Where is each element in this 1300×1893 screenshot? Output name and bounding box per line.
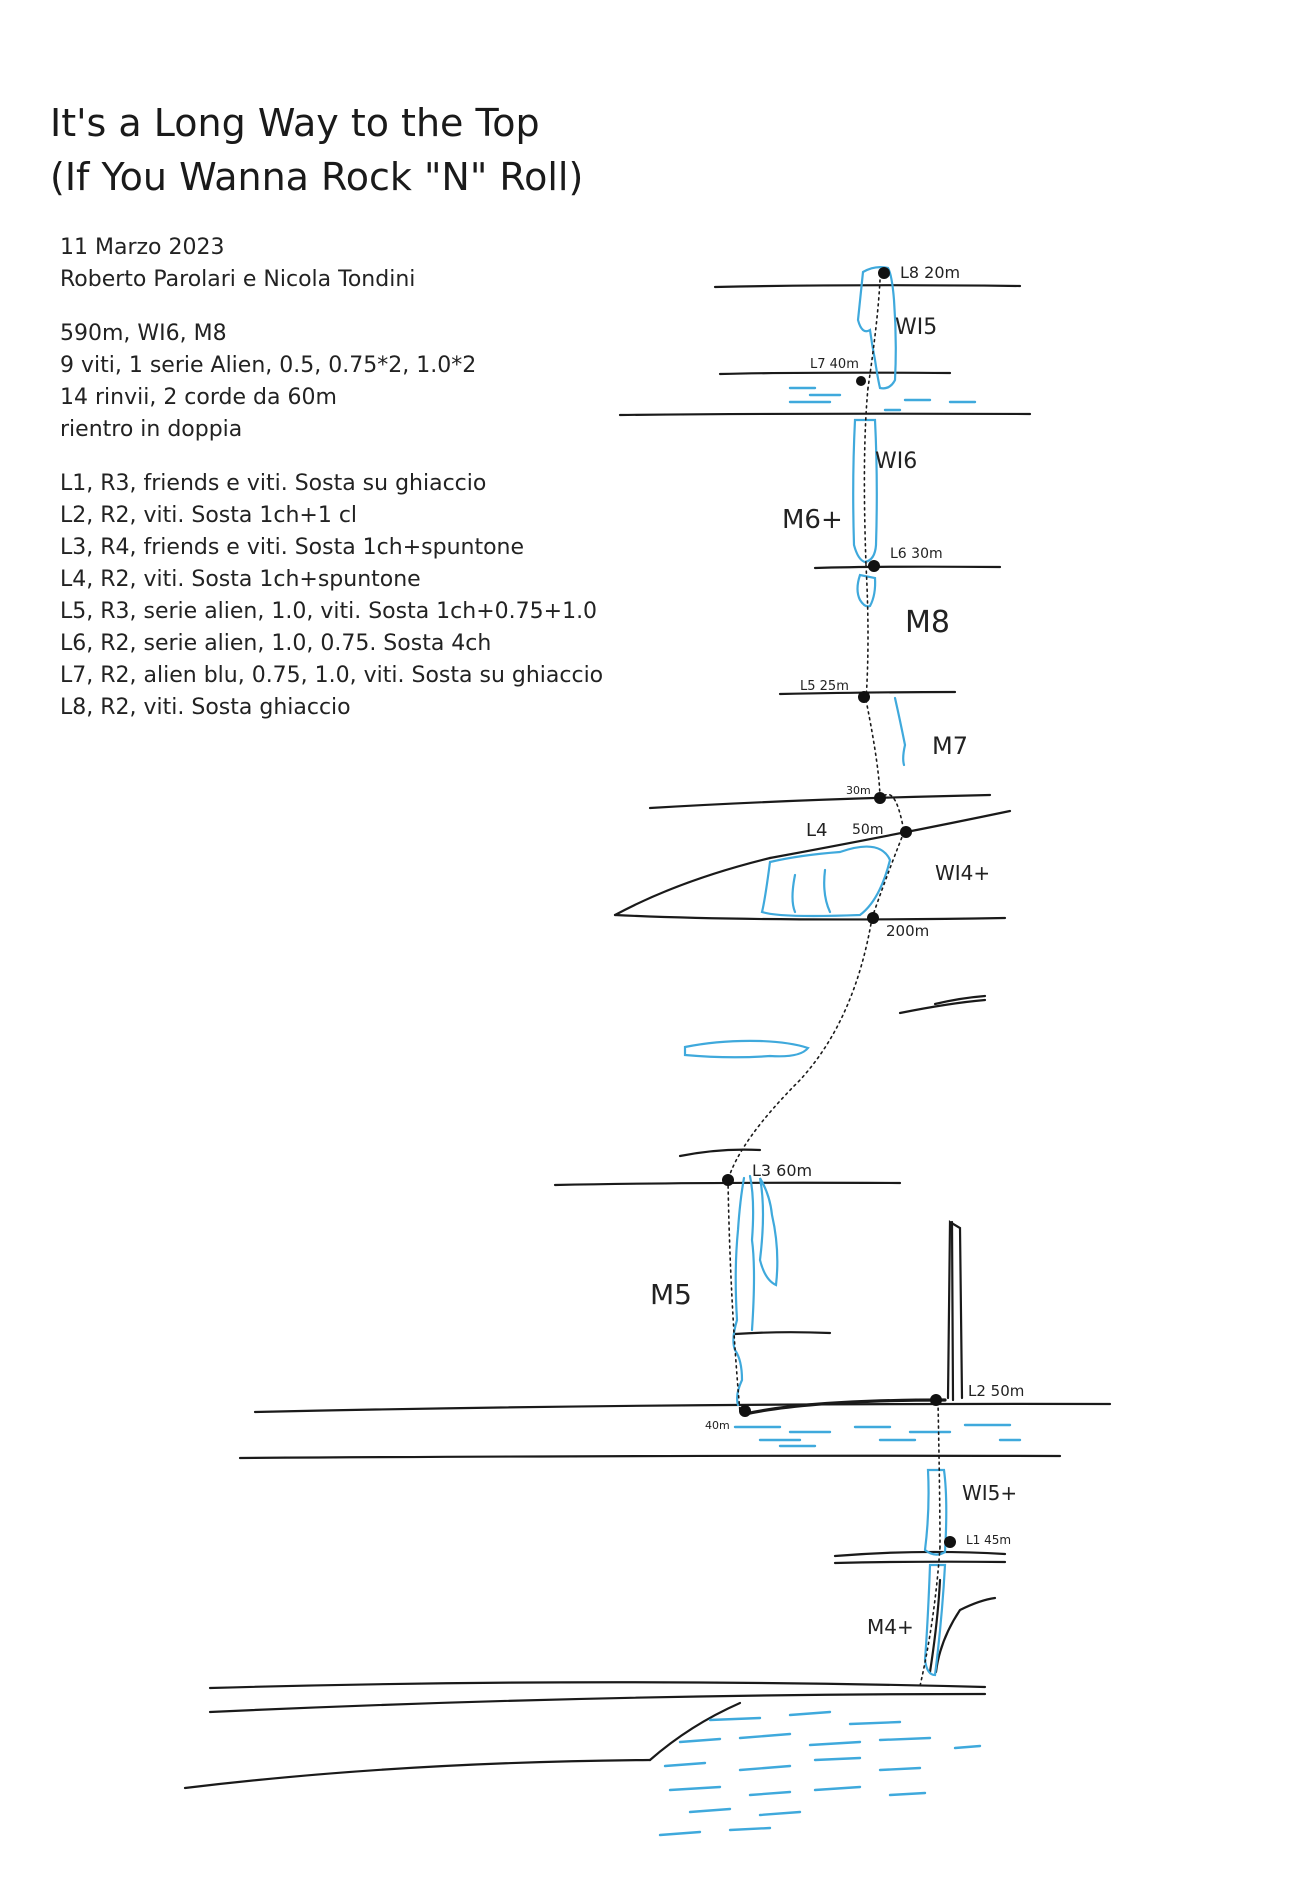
pitch-desc-6: L6, R2, serie alien, 1.0, 0.75. Sosta 4c… <box>60 631 492 656</box>
grade-m8: M8 <box>905 605 950 640</box>
title-line-1: It's a Long Way to the Top <box>50 101 540 145</box>
pitch-desc-8: L8, R2, viti. Sosta ghiaccio <box>60 695 351 720</box>
label-l5: L5 25m <box>800 679 849 694</box>
grade-wi5: WI5 <box>895 315 937 340</box>
route-summary: 590m, WI6, M8 <box>60 321 227 346</box>
label-l4-length: 50m <box>852 822 883 838</box>
topo-labels: L8 20m L7 40m L6 30m L5 25m L4 50m L3 60… <box>705 263 1024 1547</box>
label-l2: L2 50m <box>968 1382 1024 1400</box>
pitch-desc-7: L7, R2, alien blu, 0.75, 1.0, viti. Sost… <box>60 663 604 688</box>
route-gear-2: 14 rinvii, 2 corde da 60m <box>60 385 337 410</box>
label-l7: L7 40m <box>810 357 859 372</box>
ice-features <box>658 266 1022 1837</box>
grade-m6: M6+ <box>782 505 843 535</box>
pitch-desc-1: L1, R3, friends e viti. Sosta su ghiacci… <box>60 471 487 496</box>
route-gear-1: 9 viti, 1 serie Alien, 0.5, 0.75*2, 1.0*… <box>60 353 477 378</box>
label-l3: L3 60m <box>752 1161 812 1180</box>
label-l6: L6 30m <box>890 546 943 562</box>
grade-wi4: WI4+ <box>935 861 990 885</box>
title-line-2: (If You Wanna Rock "N" Roll) <box>50 155 584 199</box>
pitch-desc-3: L3, R4, friends e viti. Sosta 1ch+spunto… <box>60 535 525 560</box>
topo-title: It's a Long Way to the Top (If You Wanna… <box>50 96 583 204</box>
pitch-desc-4: L4, R2, viti. Sosta 1ch+spuntone <box>60 567 421 592</box>
label-l4: L4 <box>806 820 827 841</box>
pitch-desc-5: L5, R3, serie alien, 1.0, viti. Sosta 1c… <box>60 599 598 624</box>
label-200m: 200m <box>886 922 929 940</box>
route-info: 11 Marzo 2023 Roberto Parolari e Nicola … <box>60 232 603 724</box>
route-descent: rientro in doppia <box>60 417 243 442</box>
pitch-desc-2: L2, R2, viti. Sosta 1ch+1 cl <box>60 503 358 528</box>
label-30m: 30m <box>846 784 871 797</box>
grade-wi5-plus: WI5+ <box>962 1481 1017 1505</box>
grade-m5: M5 <box>650 1278 692 1311</box>
label-l8: L8 20m <box>900 263 960 282</box>
grade-wi6: WI6 <box>875 449 917 474</box>
belay-stations <box>722 267 956 1548</box>
route-date: 11 Marzo 2023 <box>60 235 225 260</box>
ledge-lines <box>183 284 1112 1790</box>
route-line <box>727 279 941 1687</box>
label-l1: L1 45m <box>966 1533 1011 1547</box>
grade-m4: M4+ <box>867 1615 914 1639</box>
grade-m7: M7 <box>932 732 968 760</box>
route-climbers: Roberto Parolari e Nicola Tondini <box>60 267 416 292</box>
grade-labels: WI5 WI6 M6+ M8 M7 WI4+ M5 WI5+ M4+ <box>650 315 1017 1639</box>
label-40m: 40m <box>705 1419 730 1432</box>
